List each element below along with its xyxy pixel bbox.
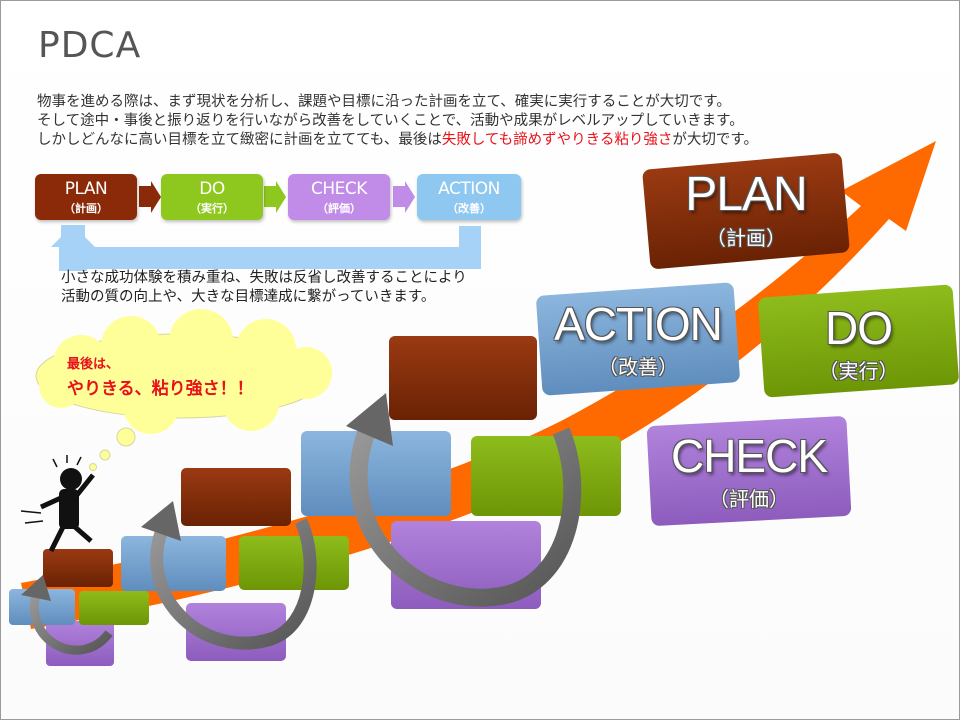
- big-action-label: ACTION （改善）: [554, 298, 723, 379]
- page-title: PDCA: [38, 25, 142, 66]
- cycle-small-1: [9, 549, 149, 666]
- thought-text: 最後は、 やりきる、粘り強さ！！: [67, 353, 254, 399]
- cycle-step-action: ACTION （改善）: [417, 174, 521, 220]
- thought-cloud: [35, 309, 332, 471]
- big-check-block: [646, 416, 852, 526]
- thought-line-1: 最後は、: [67, 357, 120, 372]
- note-line-1: 小さな成功体験を積み重ね、失敗は反省し改善することにより: [61, 270, 467, 286]
- big-do-block: [758, 284, 959, 398]
- big-plan-label: PLAN （計画）: [685, 168, 807, 250]
- intro-text: 物事を進める際は、まず現状を分析し、課題や目標に沿った計画を立て、確実に実行する…: [37, 93, 758, 150]
- big-plan-block: [642, 153, 850, 269]
- big-action-block: [536, 282, 740, 396]
- cycle-large: [301, 336, 621, 609]
- note-line-2: 活動の質の向上や、大きな目標達成に繋がっていきます。: [61, 289, 436, 305]
- cycle-note: 小さな成功体験を積み重ね、失敗は反省し改善することにより 活動の質の向上や、大き…: [61, 269, 467, 307]
- cycle-step-check: CHECK （評価）: [288, 174, 390, 220]
- thought-line-2: やりきる、粘り強さ！！: [67, 379, 254, 399]
- return-arrow: [51, 225, 481, 271]
- cycle-step-plan: PLAN （計画）: [35, 174, 137, 220]
- cycle-step-do: DO （実行）: [161, 174, 263, 220]
- big-check-label: CHECK （評価）: [670, 430, 828, 511]
- intro-line-3: しかしどんなに高い目標を立て緻密に計画を立てても、最後は失敗しても諦めずやりきる…: [37, 132, 758, 148]
- intro-emphasis: 失敗しても諦めずやりきる粘り強さ: [441, 132, 673, 148]
- running-figure-icon: [20, 455, 95, 553]
- intro-line-1: 物事を進める際は、まず現状を分析し、課題や目標に沿った計画を立て、確実に実行する…: [37, 94, 731, 110]
- cycle-small-2: [121, 468, 349, 661]
- intro-line-2: そして途中・事後と振り返りを行いながら改善をしていくことで、活動や成果がレベルア…: [37, 113, 744, 129]
- big-do-label: DO （実行）: [818, 302, 899, 383]
